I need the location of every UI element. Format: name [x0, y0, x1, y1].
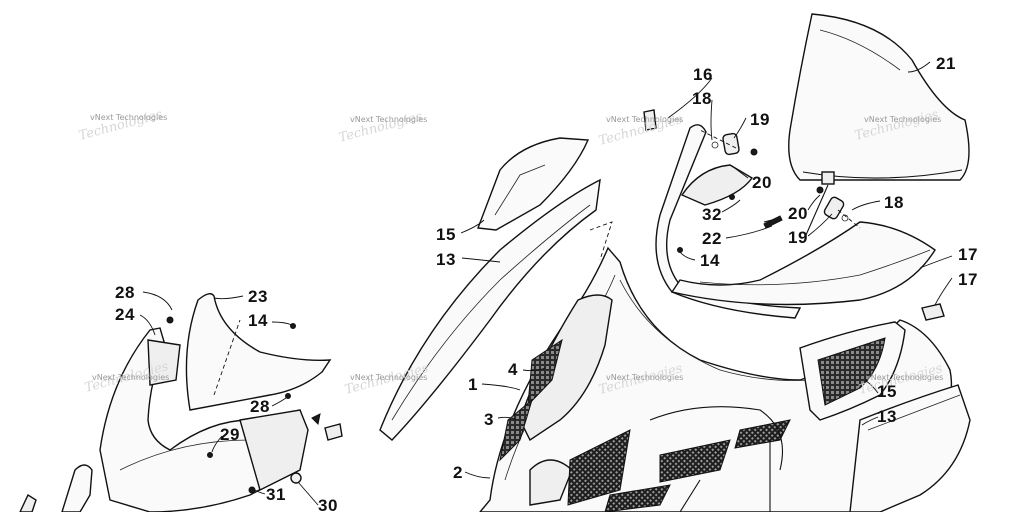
front-nose	[19, 293, 343, 512]
callout-14: 14	[248, 311, 268, 330]
callout-22: 22	[702, 229, 722, 248]
callout-20: 20	[788, 204, 808, 223]
callout-28: 28	[250, 397, 270, 416]
callout-14: 14	[700, 251, 720, 270]
callout-17: 17	[958, 270, 978, 289]
callout-23: 23	[248, 287, 268, 306]
callout-15: 15	[436, 225, 456, 244]
watermark-text: vNext Technologies	[606, 115, 683, 124]
callout-28: 28	[115, 283, 135, 302]
leader-lines	[139, 61, 953, 506]
left-side-panel	[379, 137, 601, 441]
hood	[479, 221, 953, 512]
callout-20: 20	[752, 173, 772, 192]
callout-4: 4	[508, 360, 518, 379]
callout-15: 15	[877, 382, 897, 401]
callout-17: 16	[693, 65, 713, 84]
callout-13: 13	[877, 407, 897, 426]
callout-29: 29	[220, 425, 240, 444]
callout-3: 3	[484, 410, 494, 429]
callout-16: 17	[958, 245, 978, 264]
callout-labels: 16 18 19 20 21 32 22 14 20 19 18 17 17 1…	[115, 54, 978, 512]
callout-21: 21	[936, 54, 956, 73]
callout-1: 1	[468, 375, 478, 394]
watermark-text: vNext Technologies	[864, 115, 941, 124]
callout-19: 19	[788, 228, 808, 247]
watermark-text: vNext Technologies	[90, 113, 167, 122]
watermark-text: vNext Technologies	[606, 373, 683, 382]
callout-30: 30	[318, 496, 338, 512]
callout-31: 31	[266, 485, 286, 504]
watermark-text: vNext Technologies	[92, 373, 169, 382]
callout-18: 18	[692, 89, 712, 108]
callout-18: 18	[884, 193, 904, 212]
callout-19: 19	[750, 110, 770, 129]
windshield-frame	[643, 109, 945, 321]
callout-32: 32	[702, 205, 722, 224]
windshield	[788, 13, 970, 236]
watermark-text: vNext Technologies	[350, 115, 427, 124]
watermark-text: vNext Technologies	[350, 373, 427, 382]
callout-2: 2	[453, 463, 463, 482]
right-side-panel	[799, 321, 971, 512]
watermark-text: vNext Technologies	[866, 373, 943, 382]
callout-13: 13	[436, 250, 456, 269]
callout-24: 24	[115, 305, 135, 324]
